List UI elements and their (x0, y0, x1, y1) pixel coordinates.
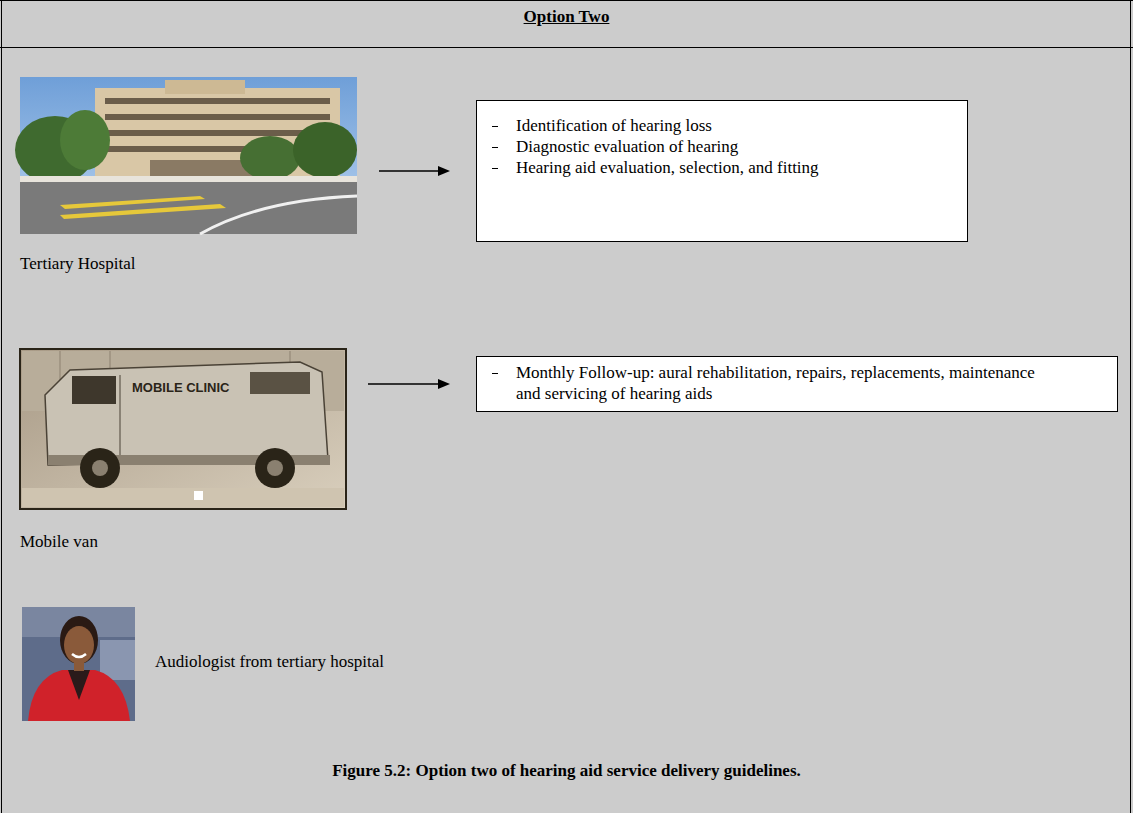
photo-frame: Tertiary Hospital (20, 77, 357, 234)
arrow-head (438, 166, 450, 176)
van-photo (20, 349, 346, 509)
hospital-photo (15, 77, 357, 234)
bullet-item: Identification of hearing loss (516, 115, 841, 136)
text-box: Identification of hearing lossDiagnostic… (476, 100, 968, 242)
frame-line (1130, 0, 1131, 813)
item-text: Diagnostic evaluation of hearing (516, 137, 738, 156)
dash-marker (492, 373, 498, 374)
diagram-title: Option Two (0, 7, 1133, 27)
item-text: Hearing aid evaluation, selection, and f… (516, 158, 819, 177)
audiologist-photo (22, 607, 135, 721)
bullet-item: Hearing aid evaluation, selection, and f… (516, 157, 841, 178)
item-text: Identification of hearing loss (516, 116, 712, 135)
photo-label: Mobile van (20, 531, 98, 552)
frame-line (1, 0, 2, 813)
dash-marker (492, 126, 498, 127)
photo-label: Tertiary Hospital (20, 253, 135, 274)
arrow-connector (368, 383, 440, 384)
figure-caption: Figure 5.2: Option two of hearing aid se… (0, 761, 1133, 781)
bullet-item: Diagnostic evaluation of hearing (516, 136, 841, 157)
item-text: Monthly Follow-up: aural rehabilitation,… (516, 363, 1035, 403)
arrow-connector (379, 170, 440, 171)
dash-marker (492, 147, 498, 148)
dash-marker (492, 168, 498, 169)
bullet-item: Monthly Follow-up: aural rehabilitation,… (516, 362, 1061, 404)
frame-line (0, 0, 1133, 1)
frame-line (0, 47, 1133, 48)
photo-frame: Audiologist from tertiary hospital (22, 607, 135, 721)
photo-frame: Mobile van (20, 349, 346, 509)
text-box: Monthly Follow-up: aural rehabilitation,… (476, 356, 1118, 412)
van-lettering: MOBILE CLINIC (132, 380, 230, 395)
photo-label: Audiologist from tertiary hospital (155, 651, 384, 672)
arrow-head (438, 379, 450, 389)
